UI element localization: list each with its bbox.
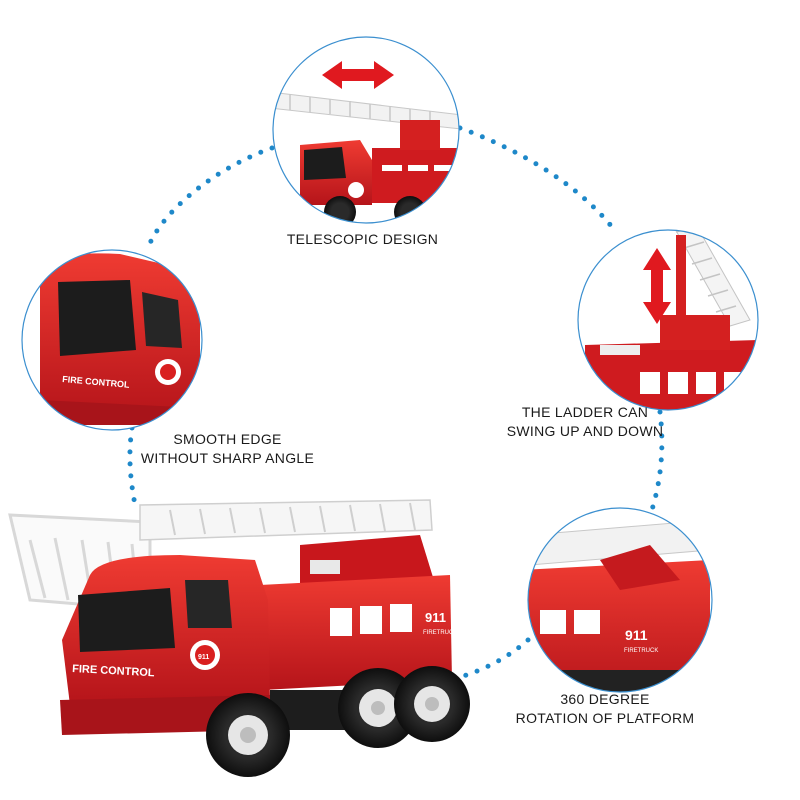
raised-ladder-image: [669, 230, 751, 327]
double-headed-vertical-arrow-icon: [643, 248, 671, 324]
double-headed-horizontal-arrow-icon: [322, 61, 394, 89]
smooth-edge-callout: FIRE CONTROL: [21, 249, 203, 431]
ladder-swing-callout: [577, 229, 759, 411]
door-text: FIRE CONTROL: [72, 663, 155, 679]
dotted-ring: [127, 125, 665, 683]
platform-sub-thumbnail: FIRETRUCK: [624, 648, 658, 654]
telescopic-callout: [272, 36, 460, 224]
wheels: [206, 666, 470, 777]
fire-truck-main: 911 FIRETRUCK 911 FIRE CONTROL: [8, 499, 470, 777]
caption-rotation: 360 DEGREE ROTATION OF PLATFORM: [515, 691, 695, 726]
caption-smooth-edge: SMOOTH EDGE WITHOUT SHARP ANGLE: [140, 431, 315, 466]
caption-telescopic: TELESCOPIC DESIGN: [286, 231, 439, 247]
platform-number-thumbnail: 911: [625, 627, 648, 643]
truck-thumbnail: [300, 120, 459, 223]
truck-sub-label: FIRETRUCK: [423, 630, 457, 636]
rotation-callout: 911 FIRETRUCK: [527, 507, 713, 693]
caption-ladder-swing: THE LADDER CAN SWING UP AND DOWN: [506, 404, 664, 439]
truck-number: 911: [425, 610, 446, 625]
side-vents: [330, 604, 412, 636]
cab-badge-number: 911: [198, 654, 209, 661]
main-ladder: [139, 499, 433, 541]
